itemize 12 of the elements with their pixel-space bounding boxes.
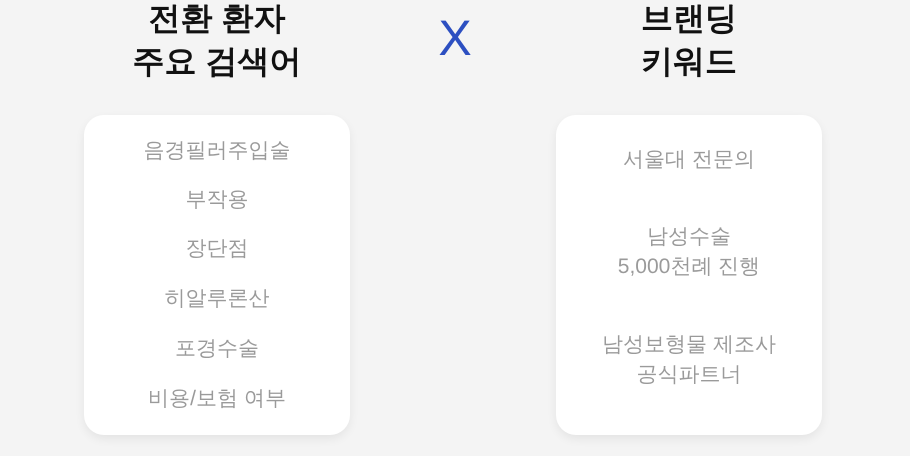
list-item: 히알루론산 [164,286,270,312]
list-item: 남성수술 5,000천례 진행 [616,224,762,280]
list-item: 남성보형물 제조사 공식파트너 [601,332,777,388]
list-item: 음경필러주입술 [142,138,292,164]
heading: 전환 환자 주요 검색어 [132,0,302,81]
list-item: 비용/보험 여부 [147,386,287,412]
list-item: 서울대 전문의 [622,147,756,173]
cross-mark: X [438,13,472,63]
list-item: 포경수술 [174,336,260,362]
heading: 브랜딩 키워드 [640,0,738,81]
list-item: 부작용 [184,187,250,213]
list-item: 장단점 [184,236,250,262]
